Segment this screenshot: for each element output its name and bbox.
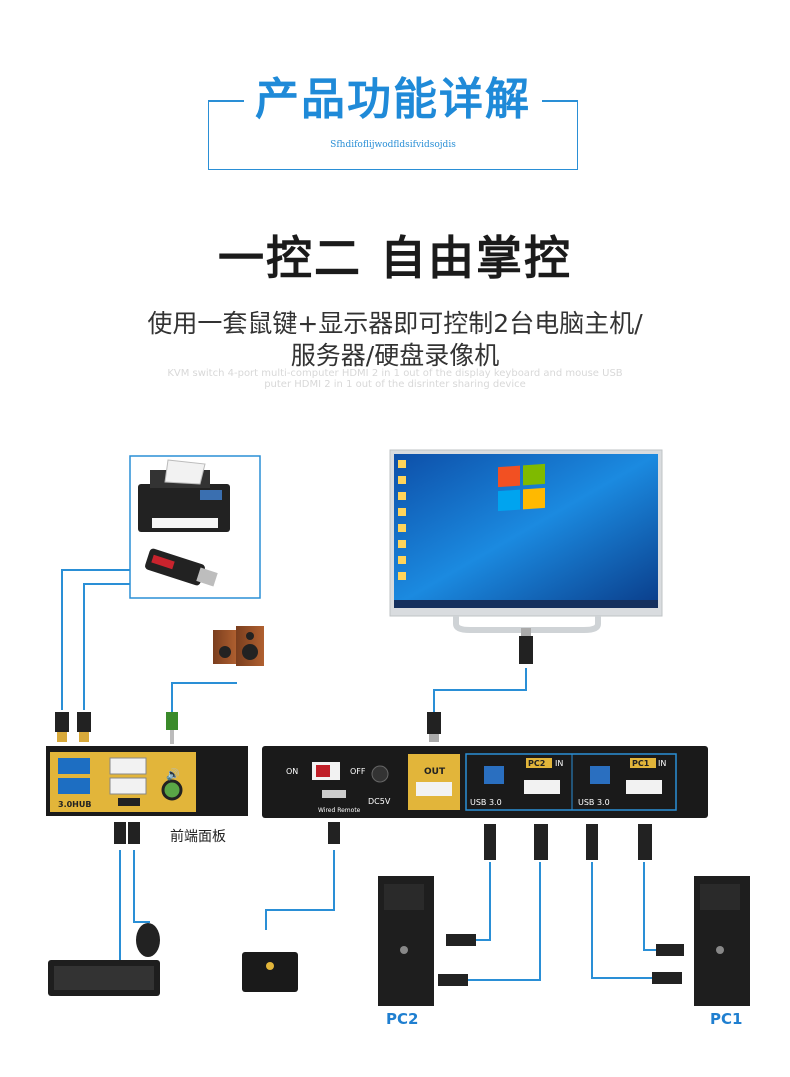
pc2-label: PC2 — [386, 1010, 419, 1028]
svg-text:🔊: 🔊 — [166, 767, 180, 781]
audio-plug-icon — [166, 712, 178, 744]
description-line-1: 使用一套鼠键+显示器即可控制2台电脑主机/ — [147, 309, 643, 338]
dc-label: DC5V — [368, 797, 391, 806]
pc2-tower-icon — [378, 876, 434, 1006]
connection-diagram: 🔊 3.0HUB ON OFF Wired Remote DC5V OUT PC… — [46, 449, 750, 1006]
out-label: OUT — [424, 767, 446, 777]
page-title: 产品功能详解 — [255, 74, 531, 125]
page-subtitle: Sfhdifoflijwodfldsifvidsojdis — [330, 140, 456, 150]
monitor-icon — [389, 449, 663, 633]
front-panel-device: 🔊 3.0HUB — [46, 746, 248, 816]
remote-switch-icon — [242, 952, 298, 992]
usb-plug-icon — [55, 712, 91, 742]
pc2-usb-label: USB 3.0 — [470, 798, 502, 807]
description-english-line-1: KVM switch 4-port multi-computer HDMI 2 … — [167, 368, 623, 379]
wired-remote-label: Wired Remote — [318, 807, 361, 814]
hdmi-plug-icon — [427, 628, 533, 742]
peripheral-box — [129, 455, 261, 599]
usb-hub-label: 3.0HUB — [58, 800, 91, 809]
on-label: ON — [286, 767, 298, 776]
description-english-line-2: puter HDMI 2 in 1 out of the disrinter s… — [264, 379, 526, 390]
pc2-in-label: IN — [555, 759, 563, 768]
frame-line — [208, 100, 244, 102]
pc1-tag: PC1 — [632, 759, 650, 768]
speaker-icon — [213, 626, 264, 666]
title-frame: 产品功能详解 Sfhdifoflijwodfldsifvidsojdis — [208, 74, 578, 170]
mouse-icon — [136, 923, 160, 957]
pc1-in-label: IN — [658, 759, 666, 768]
pc2-tag: PC2 — [528, 759, 545, 768]
frame-line — [208, 169, 578, 170]
headline: 一控二 自由掌控 — [217, 231, 572, 285]
windows-logo-icon — [498, 463, 545, 512]
frame-line — [577, 100, 578, 170]
usb-plug-icon — [114, 822, 684, 986]
printer-icon — [138, 459, 230, 532]
description-line-2: 服务器/硬盘录像机 — [290, 341, 500, 370]
frame-line — [208, 100, 209, 170]
front-panel-label: 前端面板 — [170, 829, 226, 845]
pc1-usb-label: USB 3.0 — [578, 798, 610, 807]
rear-panel-device: ON OFF Wired Remote DC5V OUT PC2 IN USB … — [262, 746, 708, 818]
pc1-tower-icon — [694, 876, 750, 1006]
pc1-label: PC1 — [710, 1010, 743, 1028]
usb-stick-icon — [145, 548, 218, 587]
keyboard-icon — [48, 960, 160, 996]
frame-line — [542, 100, 578, 102]
off-label: OFF — [350, 767, 366, 776]
